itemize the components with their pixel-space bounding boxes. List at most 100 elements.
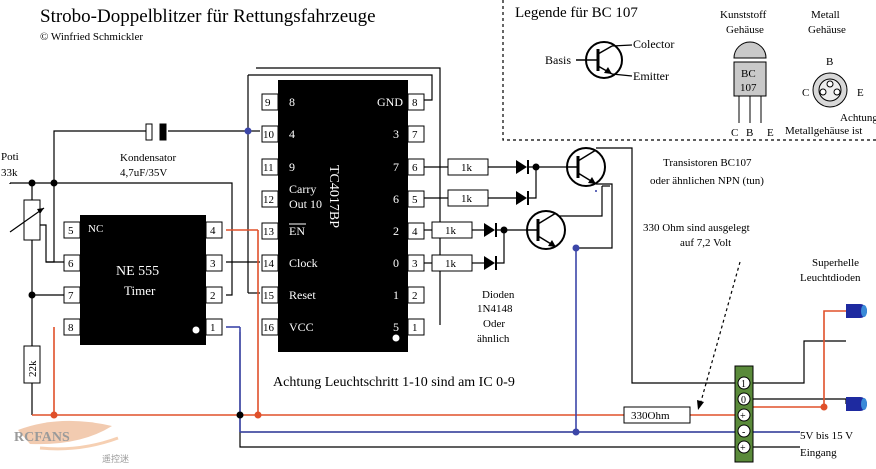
legend-pin-b: B (746, 127, 753, 139)
diodes-label-1: Dioden (482, 289, 515, 301)
legend-plastic: Kunststoff (720, 9, 767, 21)
cd4017-label-q6: 6 (393, 192, 399, 206)
cd4017-label-q1: 1 (393, 288, 399, 302)
legend-title: Legende für BC 107 (515, 5, 638, 21)
legend-pin-e: E (767, 127, 774, 139)
cd4017-pin-5: 5 (412, 194, 418, 206)
watermark-logo (18, 420, 119, 451)
cd4017-label-gnd: GND (377, 95, 403, 109)
terminal-0: 0 (741, 395, 746, 406)
cd4017-label-carry: Carry (289, 182, 316, 196)
cd4017-label-q7: 7 (393, 160, 399, 174)
ne555-pin-1: 1 (210, 322, 216, 334)
potentiometer (9, 199, 45, 241)
resistor-22k-label: 22k (27, 360, 39, 377)
cd4017-label-q9: 9 (289, 160, 295, 174)
supply-label-1: 5V bis 15 V (800, 430, 853, 442)
ohm-note-1: 330 Ohm sind ausgelegt (643, 222, 750, 234)
resistors-1k (431, 158, 489, 272)
diagram-title: Strobo-Doppelblitzer für Rettungsfahrzeu… (40, 6, 376, 27)
capacitor-label: Kondensator (120, 152, 177, 164)
legend-pin-c: C (731, 127, 738, 139)
supply-label-2: Eingang (800, 447, 837, 459)
transistor-lower (526, 210, 566, 250)
cd4017-label-vcc: VCC (289, 320, 314, 334)
legend-frame (502, 0, 876, 141)
cd4017-pin-8: 8 (412, 97, 418, 109)
legend-transistor-symbol (576, 41, 633, 79)
diodes-label-3: Oder (483, 318, 505, 330)
cd4017-label-clock: Clock (289, 256, 318, 270)
terminal-plus-b: + (740, 443, 746, 454)
copyright: © Winfried Schmickler (40, 31, 143, 43)
ne555-pin-6: 6 (68, 258, 74, 270)
cd4017-label-q4: 4 (289, 127, 295, 141)
led-lower (846, 397, 867, 411)
cd4017-label-q8: 8 (289, 95, 295, 109)
transistors-label-2: oder ähnlichen NPN (tun) (650, 175, 764, 187)
ne555-pin-7: 7 (68, 290, 74, 302)
resistor-1k-a: 1k (461, 162, 473, 174)
watermark-subtext: 遥控迷 (102, 453, 129, 464)
cd4017-label-q5: 5 (393, 320, 399, 334)
terminal-block (734, 365, 754, 463)
legend-plastic-package (733, 41, 767, 123)
cd4017-pin-3: 3 (412, 258, 418, 270)
capacitor (145, 123, 167, 141)
legend-emitter: Emitter (633, 69, 669, 83)
cd4017-pin-14: 14 (263, 258, 275, 270)
legend-metal: Metall (811, 9, 840, 21)
legend-bc: BC (741, 68, 756, 80)
cd4017-label-q3: 3 (393, 127, 399, 141)
legend-collector: Colector (633, 37, 674, 51)
ne555-pins-right (205, 221, 223, 336)
cd4017-pin-2: 2 (412, 290, 418, 302)
cd4017-pin-9: 9 (265, 97, 271, 109)
ohm-note-2: auf 7,2 Volt (680, 237, 731, 249)
cd4017-label-q2: 2 (393, 224, 399, 238)
legend-plastic-2: Gehäuse (726, 24, 764, 36)
terminal-1: 1 (741, 379, 746, 390)
diodes (484, 160, 529, 270)
capacitor-value: 4,7uF/35V (120, 167, 167, 179)
ne555-name: NE 555 (116, 264, 159, 279)
warning-note: Achtung Leuchtschritt 1-10 sind am IC 0-… (273, 375, 515, 390)
resistor-1k-b: 1k (461, 193, 473, 205)
cd4017-chip (278, 80, 408, 352)
terminal-plus-a: + (740, 411, 746, 422)
cd4017-pin-16: 16 (263, 322, 275, 334)
cd4017-label-en: EN (289, 224, 305, 238)
ne555-pin-4: 4 (210, 225, 216, 237)
ne555-sub: Timer (124, 283, 156, 298)
ne555-pin-8: 8 (68, 322, 74, 334)
leds-label-1: Superhelle (812, 257, 859, 269)
resistor-330-label: 330Ohm (631, 410, 670, 422)
poti-label: Poti (1, 151, 19, 163)
diodes-label-4: ähnlich (477, 333, 510, 345)
ne555-pin-3: 3 (210, 258, 216, 270)
terminal-minus: - (742, 427, 745, 438)
ne555-chip (80, 215, 206, 345)
resistor-1k-d: 1k (445, 258, 457, 270)
legend-metal-c: C (802, 87, 809, 99)
legend-metal-b: B (826, 56, 833, 68)
legend-metal-2: Gehäuse (808, 24, 846, 36)
resistor-22k (23, 345, 41, 384)
cd4017-pins-left (261, 93, 279, 336)
legend-metal-e: E (857, 87, 864, 99)
led-upper (846, 304, 867, 318)
ne555-nc: NC (88, 223, 103, 235)
cd4017-pin-15: 15 (263, 290, 275, 302)
diodes-label-2: 1N4148 (477, 303, 513, 315)
cd4017-label-carry-2: Out 10 (289, 197, 322, 211)
cd4017-pin-4: 4 (412, 226, 418, 238)
cd4017-pin-1: 1 (412, 322, 418, 334)
transistor-upper (566, 147, 606, 187)
cd4017-name: TC4017BP (326, 165, 341, 228)
cd4017-label-reset: Reset (289, 288, 316, 302)
junctions (28, 127, 828, 436)
cd4017-pin-13: 13 (263, 226, 275, 238)
resistor-1k-c: 1k (445, 225, 457, 237)
legend-note-1: Achtung (840, 112, 876, 124)
